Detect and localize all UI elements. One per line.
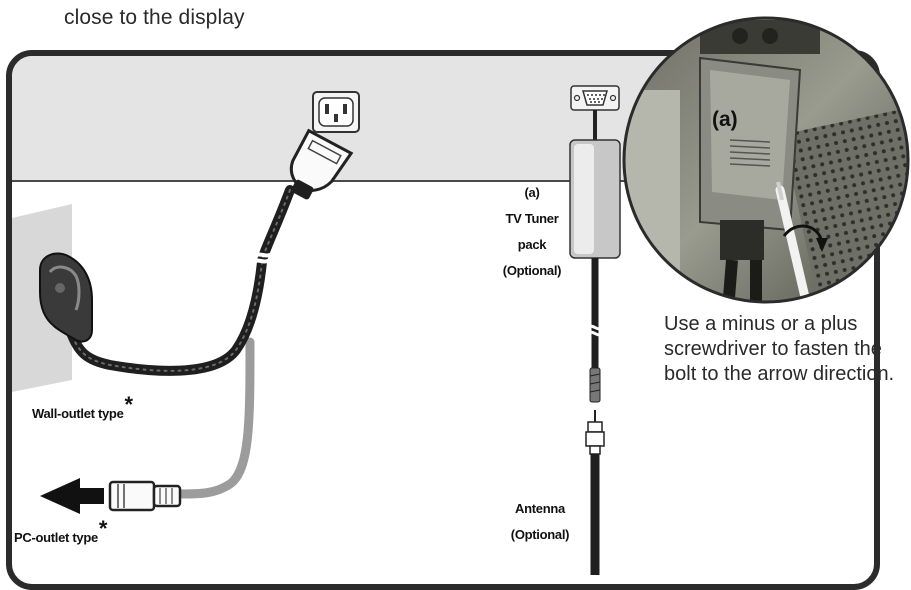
wall-outlet-text: Wall-outlet type (32, 406, 124, 421)
tuner-pack-icon (569, 110, 621, 259)
screwdriver-caption: Use a minus or a plus screwdriver to fas… (664, 313, 895, 385)
antenna-label: Antenna (Optional) (500, 496, 580, 548)
pc-outlet-text: PC-outlet type (14, 530, 98, 545)
antenna-label-line2: (Optional) (510, 527, 570, 542)
header-text: close to the display (64, 6, 245, 29)
tuner-label-line2: TV Tuner (505, 211, 559, 226)
tuner-label-line4: (Optional) (502, 263, 562, 278)
coax-connector-icon (585, 410, 605, 575)
power-socket-icon (312, 91, 360, 133)
power-plug-icon (289, 128, 354, 200)
photo-label: (a) (712, 108, 738, 131)
screwdriver-photo (624, 18, 908, 302)
wall-outlet-label: Wall-outlet type* (32, 392, 133, 424)
cable-break-mark (250, 252, 274, 264)
antenna-cable (586, 258, 605, 403)
connection-diagram (12, 16, 910, 575)
wall-outlet-asterisk: * (124, 392, 134, 417)
antenna-label-line1: Antenna (515, 501, 565, 516)
pc-outlet-asterisk: * (98, 516, 108, 541)
left-arrow-icon (40, 478, 104, 514)
pc-outlet-label: PC-outlet type* (14, 516, 107, 548)
pc-plug-icon (108, 480, 182, 512)
tuner-label-line1: (a) (524, 185, 540, 200)
tuner-pack-label: (a) TV Tuner pack (Optional) (494, 180, 570, 284)
wall-plug-icon (39, 252, 93, 343)
pc-power-cable (175, 337, 255, 499)
tuner-label-line3: pack (517, 237, 547, 252)
photo-border (622, 16, 910, 304)
vga-port-icon (570, 85, 620, 111)
power-cable (65, 185, 295, 376)
